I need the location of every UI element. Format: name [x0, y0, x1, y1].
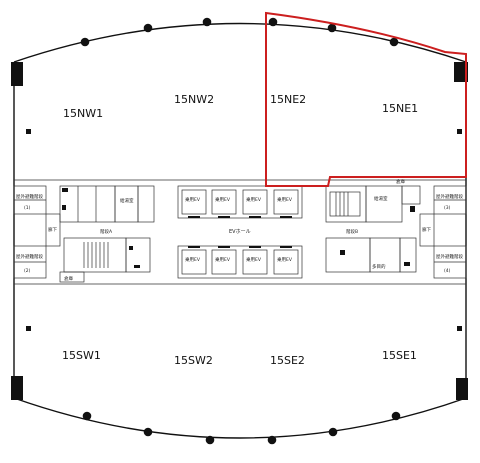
toilet-east-label: 多目的: [372, 263, 386, 270]
elevator-label: 乗用EV: [246, 256, 262, 263]
outdoor-stair-sw-label: 屋外避難階段: [16, 253, 43, 260]
outdoor-stair-ne-label: 屋外避難階段: [436, 193, 463, 200]
corner-column-sw: [11, 376, 23, 400]
corner-column-ne: [454, 62, 468, 82]
shaft-west-label: 倉庫: [64, 275, 73, 282]
elevator-bank-lower: [177, 245, 303, 279]
elevator-label: 乗用EV: [277, 256, 293, 263]
zone-label-15sw2[interactable]: 15SW2: [174, 354, 213, 367]
elevator-label: 乗用EV: [215, 196, 231, 203]
zone-label-15sw1[interactable]: 15SW1: [62, 349, 101, 362]
zone-label-15se2[interactable]: 15SE2: [270, 354, 305, 367]
highlight-ne-zone: [265, 11, 467, 187]
outdoor-stair-nw-number: (1): [24, 205, 31, 211]
pantry-west-label: 給湯室: [120, 197, 134, 204]
storage-east-label: 倉庫: [396, 178, 405, 185]
elevator-label: 乗用EV: [185, 196, 201, 203]
pantry-east-label: 給湯室: [374, 195, 388, 202]
zone-label-15ne1[interactable]: 15NE1: [382, 102, 418, 115]
outdoor-stair-nw-label: 屋外避難階段: [16, 193, 43, 200]
stair-b-label: 階段B: [346, 228, 358, 235]
elevator-doors: [188, 216, 292, 248]
core-west-dark: [62, 188, 140, 268]
columns-top: [80, 17, 399, 47]
corner-column-nw: [11, 62, 23, 86]
core-east-dark: [340, 206, 415, 266]
corridor-east-label: 廊下: [422, 226, 431, 233]
outdoor-stair-sw-number: (2): [24, 268, 31, 274]
elevator-label: 乗用EV: [246, 196, 262, 203]
elevator-bank-upper: [177, 185, 303, 219]
zone-label-15nw1[interactable]: 15NW1: [63, 107, 103, 120]
columns-bottom: [82, 411, 401, 445]
core-east: [325, 185, 467, 279]
outdoor-stair-ne-number: (3): [444, 205, 451, 211]
corridor-west-label: 廊下: [48, 226, 57, 233]
stair-a-label: 階段A: [100, 228, 113, 235]
zone-label-15se1[interactable]: 15SE1: [382, 349, 417, 362]
outdoor-stair-se-number: (4): [444, 268, 451, 274]
zone-label-15ne2[interactable]: 15NE2: [270, 93, 306, 106]
corner-column-se: [456, 378, 468, 400]
elevator-label: 乗用EV: [185, 256, 201, 263]
outer-wall-bottom: [13, 397, 467, 439]
elevator-labels: 乗用EV 乗用EV 乗用EV 乗用EV 乗用EV 乗用EV 乗用EV 乗用EV: [185, 196, 293, 263]
core-west: [13, 185, 155, 283]
columns-side: [26, 129, 462, 331]
outer-wall-top: [13, 22, 467, 63]
elevator-label: 乗用EV: [277, 196, 293, 203]
zone-label-15nw2[interactable]: 15NW2: [174, 93, 214, 106]
elevator-label: 乗用EV: [215, 256, 231, 263]
outdoor-stair-se-label: 屋外避難階段: [436, 253, 463, 260]
ev-hall-label: EVホール: [229, 229, 251, 235]
